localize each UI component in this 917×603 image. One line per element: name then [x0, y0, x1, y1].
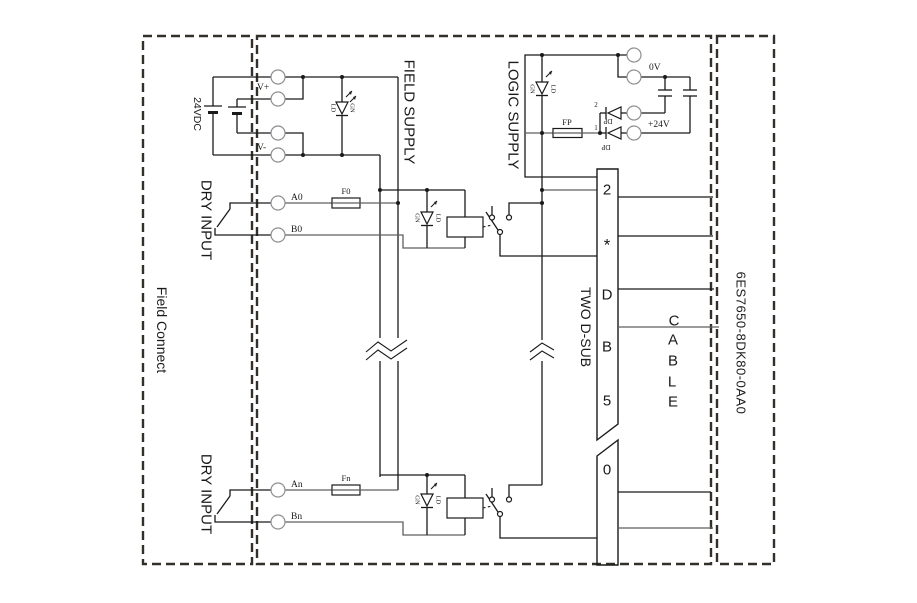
dsub-pin-2: 2 — [603, 182, 611, 199]
dry-contact-switch-bottom — [214, 489, 271, 523]
logic-supply-led — [535, 55, 553, 133]
battery-cell-1 — [204, 77, 222, 155]
dsub-pin-0: 0 — [603, 462, 611, 479]
battery-cell-2 — [228, 99, 246, 133]
terminal-0v-1 — [626, 47, 642, 63]
field-led-ld-label: LD — [330, 104, 337, 113]
fuse-fn-label: Fn — [342, 473, 352, 483]
diode-dp-1 — [599, 106, 627, 133]
dry-contact-switch-top — [214, 202, 271, 236]
fuse-fp — [525, 127, 600, 139]
dry-input-top-label: DRY INPUT — [198, 180, 215, 260]
terminal-b0 — [270, 227, 286, 243]
fuse-fp-label: FP — [562, 117, 572, 127]
logic-led-gn-label: GN — [529, 84, 536, 94]
cable-dashed-box — [715, 34, 776, 566]
dsub-pin-5: 5 — [603, 393, 611, 410]
terminal-label-0v: 0V — [649, 63, 661, 73]
field-led-gn-label: GN — [349, 103, 356, 113]
terminal-label-v-minus: V- — [257, 143, 266, 153]
junction-dots — [301, 53, 667, 477]
terminal-circles — [270, 47, 642, 530]
terminal-24v-2 — [626, 125, 642, 141]
terminal-label-v-plus: V+ — [257, 83, 269, 93]
relay-coil-top — [446, 190, 493, 248]
dsub-pin-star: * — [604, 236, 611, 255]
input-led-top — [420, 190, 438, 248]
terminal-v-plus-2 — [270, 91, 286, 107]
wire-break-marks — [365, 338, 555, 361]
input-led-bottom — [420, 475, 438, 535]
module-dashed-box — [255, 34, 713, 566]
dry-input-top-circuit — [214, 189, 597, 257]
two-dsub-label: TWO D-SUB — [578, 287, 594, 367]
terminal-label-an: An — [291, 480, 303, 490]
fuse-fn — [331, 484, 361, 496]
field-connect-label: Field Connect — [154, 287, 170, 373]
dsub-pin-d: D — [602, 287, 613, 304]
terminal-bn — [270, 514, 286, 530]
dry-input-bottom-circuit — [214, 474, 597, 539]
cable-letter-a: A — [668, 332, 678, 349]
input-led-bottom-gn-label: GN — [414, 495, 421, 505]
terminal-an — [270, 482, 286, 498]
diode-pin2-label: 2 — [594, 101, 598, 109]
terminal-label-a0: A0 — [291, 193, 303, 203]
battery-24vdc-label: 24VDC — [191, 97, 203, 131]
cable-letter-c: C — [669, 313, 680, 330]
diode-dp1-label: DP — [603, 117, 612, 125]
terminal-24v-1 — [626, 105, 642, 121]
field-connect-dashed-box — [141, 34, 254, 566]
cable-letter-b: B — [668, 353, 678, 370]
dsub-cable-lines — [618, 196, 719, 529]
capacitor-1 — [658, 77, 672, 113]
labels: Field Connect 6ES7650-8DK80-0AA0 FIELD S… — [154, 60, 749, 535]
input-led-top-gn-label: GN — [414, 213, 421, 223]
terminal-v-plus-1 — [270, 69, 286, 85]
fuse-f0-label: F0 — [342, 186, 351, 196]
terminal-label-24v: +24V — [648, 120, 670, 130]
terminal-a0 — [270, 195, 286, 211]
dsub-pin-b: B — [602, 339, 612, 356]
input-led-top-ld-label: LD — [435, 214, 442, 223]
dsub-connector-upper — [596, 168, 619, 442]
terminal-label-b0: B0 — [291, 225, 302, 235]
field-supply-label: FIELD SUPPLY — [401, 60, 418, 165]
capacitor-2 — [683, 77, 697, 133]
diode-pin1-label: 1 — [594, 124, 598, 132]
fuse-f0 — [331, 197, 361, 209]
terminal-0v-2 — [626, 69, 642, 85]
relay-coil-bottom — [446, 475, 493, 535]
logic-led-ld-label: LD — [550, 85, 557, 94]
cable-letter-l: L — [668, 374, 676, 391]
dsub-connector-lower — [596, 438, 619, 566]
cable-letter-e: E — [668, 394, 678, 411]
terminal-label-bn: Bn — [291, 512, 302, 522]
relay-contact-top — [485, 202, 597, 257]
field-supply-led — [335, 77, 357, 155]
terminal-v-minus-1 — [270, 125, 286, 141]
diode-dp2-label: DP — [601, 143, 610, 151]
terminal-v-minus-2 — [270, 147, 286, 163]
part-number-label: 6ES7650-8DK80-0AA0 — [734, 272, 749, 415]
logic-supply-label: LOGIC SUPPLY — [505, 61, 522, 170]
relay-contact-bottom — [485, 484, 597, 539]
dry-input-bottom-label: DRY INPUT — [198, 454, 215, 534]
input-led-bottom-ld-label: LD — [435, 496, 442, 505]
